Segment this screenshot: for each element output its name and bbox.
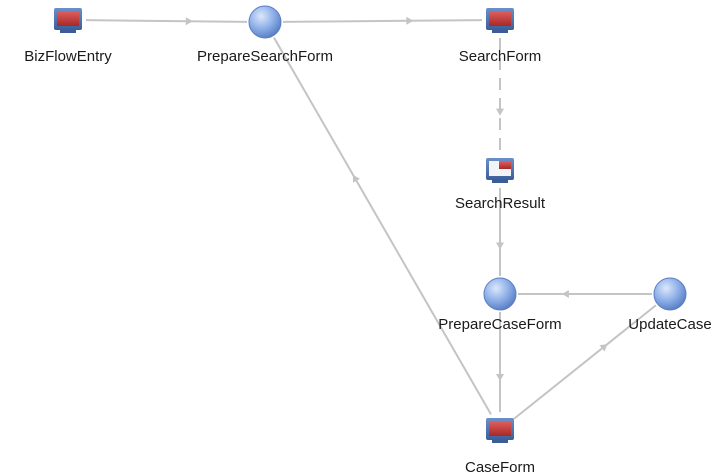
- edge-arrowhead: [406, 16, 414, 25]
- edge-arrowhead: [352, 174, 360, 183]
- edges-layer: [85, 16, 657, 420]
- node-label: SearchResult: [454, 195, 546, 212]
- edge-arrowhead: [599, 344, 608, 352]
- edge-arrowhead: [496, 374, 504, 381]
- node-label: CaseForm: [464, 459, 536, 476]
- node-label: PrepareSearchForm: [197, 48, 333, 65]
- node-updatecase[interactable]: [653, 277, 687, 311]
- node-label: SearchForm: [458, 48, 542, 65]
- node-searchform[interactable]: [486, 8, 514, 33]
- node-caseform[interactable]: [486, 418, 514, 443]
- screen-icon: [486, 418, 514, 443]
- result-screen-icon: [486, 158, 514, 183]
- node-searchresult[interactable]: [486, 158, 514, 183]
- edge-pss-to-sf: [282, 19, 483, 23]
- node-label: PrepareCaseForm: [438, 316, 562, 333]
- node-preparesearchform[interactable]: [248, 5, 282, 39]
- node-bizflowentry[interactable]: [54, 8, 82, 33]
- edge-biz-to-pss: [85, 19, 248, 23]
- action-circle-icon: [483, 277, 517, 311]
- edge-arrowhead: [561, 290, 569, 298]
- node-preparecaseform[interactable]: [483, 277, 517, 311]
- node-label: BizFlowEntry: [24, 48, 112, 65]
- screen-icon: [54, 8, 82, 33]
- screen-icon: [486, 8, 514, 33]
- node-label: UpdateCase: [628, 316, 712, 333]
- nodes-layer: [54, 5, 687, 443]
- edge-arrowhead: [496, 242, 504, 250]
- edge-arrowhead: [496, 108, 504, 116]
- edge-cf-to-pss: [273, 37, 492, 415]
- edge-cf-to-uc: [513, 304, 657, 420]
- action-circle-icon: [248, 5, 282, 39]
- action-circle-icon: [653, 277, 687, 311]
- edge-arrowhead: [185, 17, 193, 26]
